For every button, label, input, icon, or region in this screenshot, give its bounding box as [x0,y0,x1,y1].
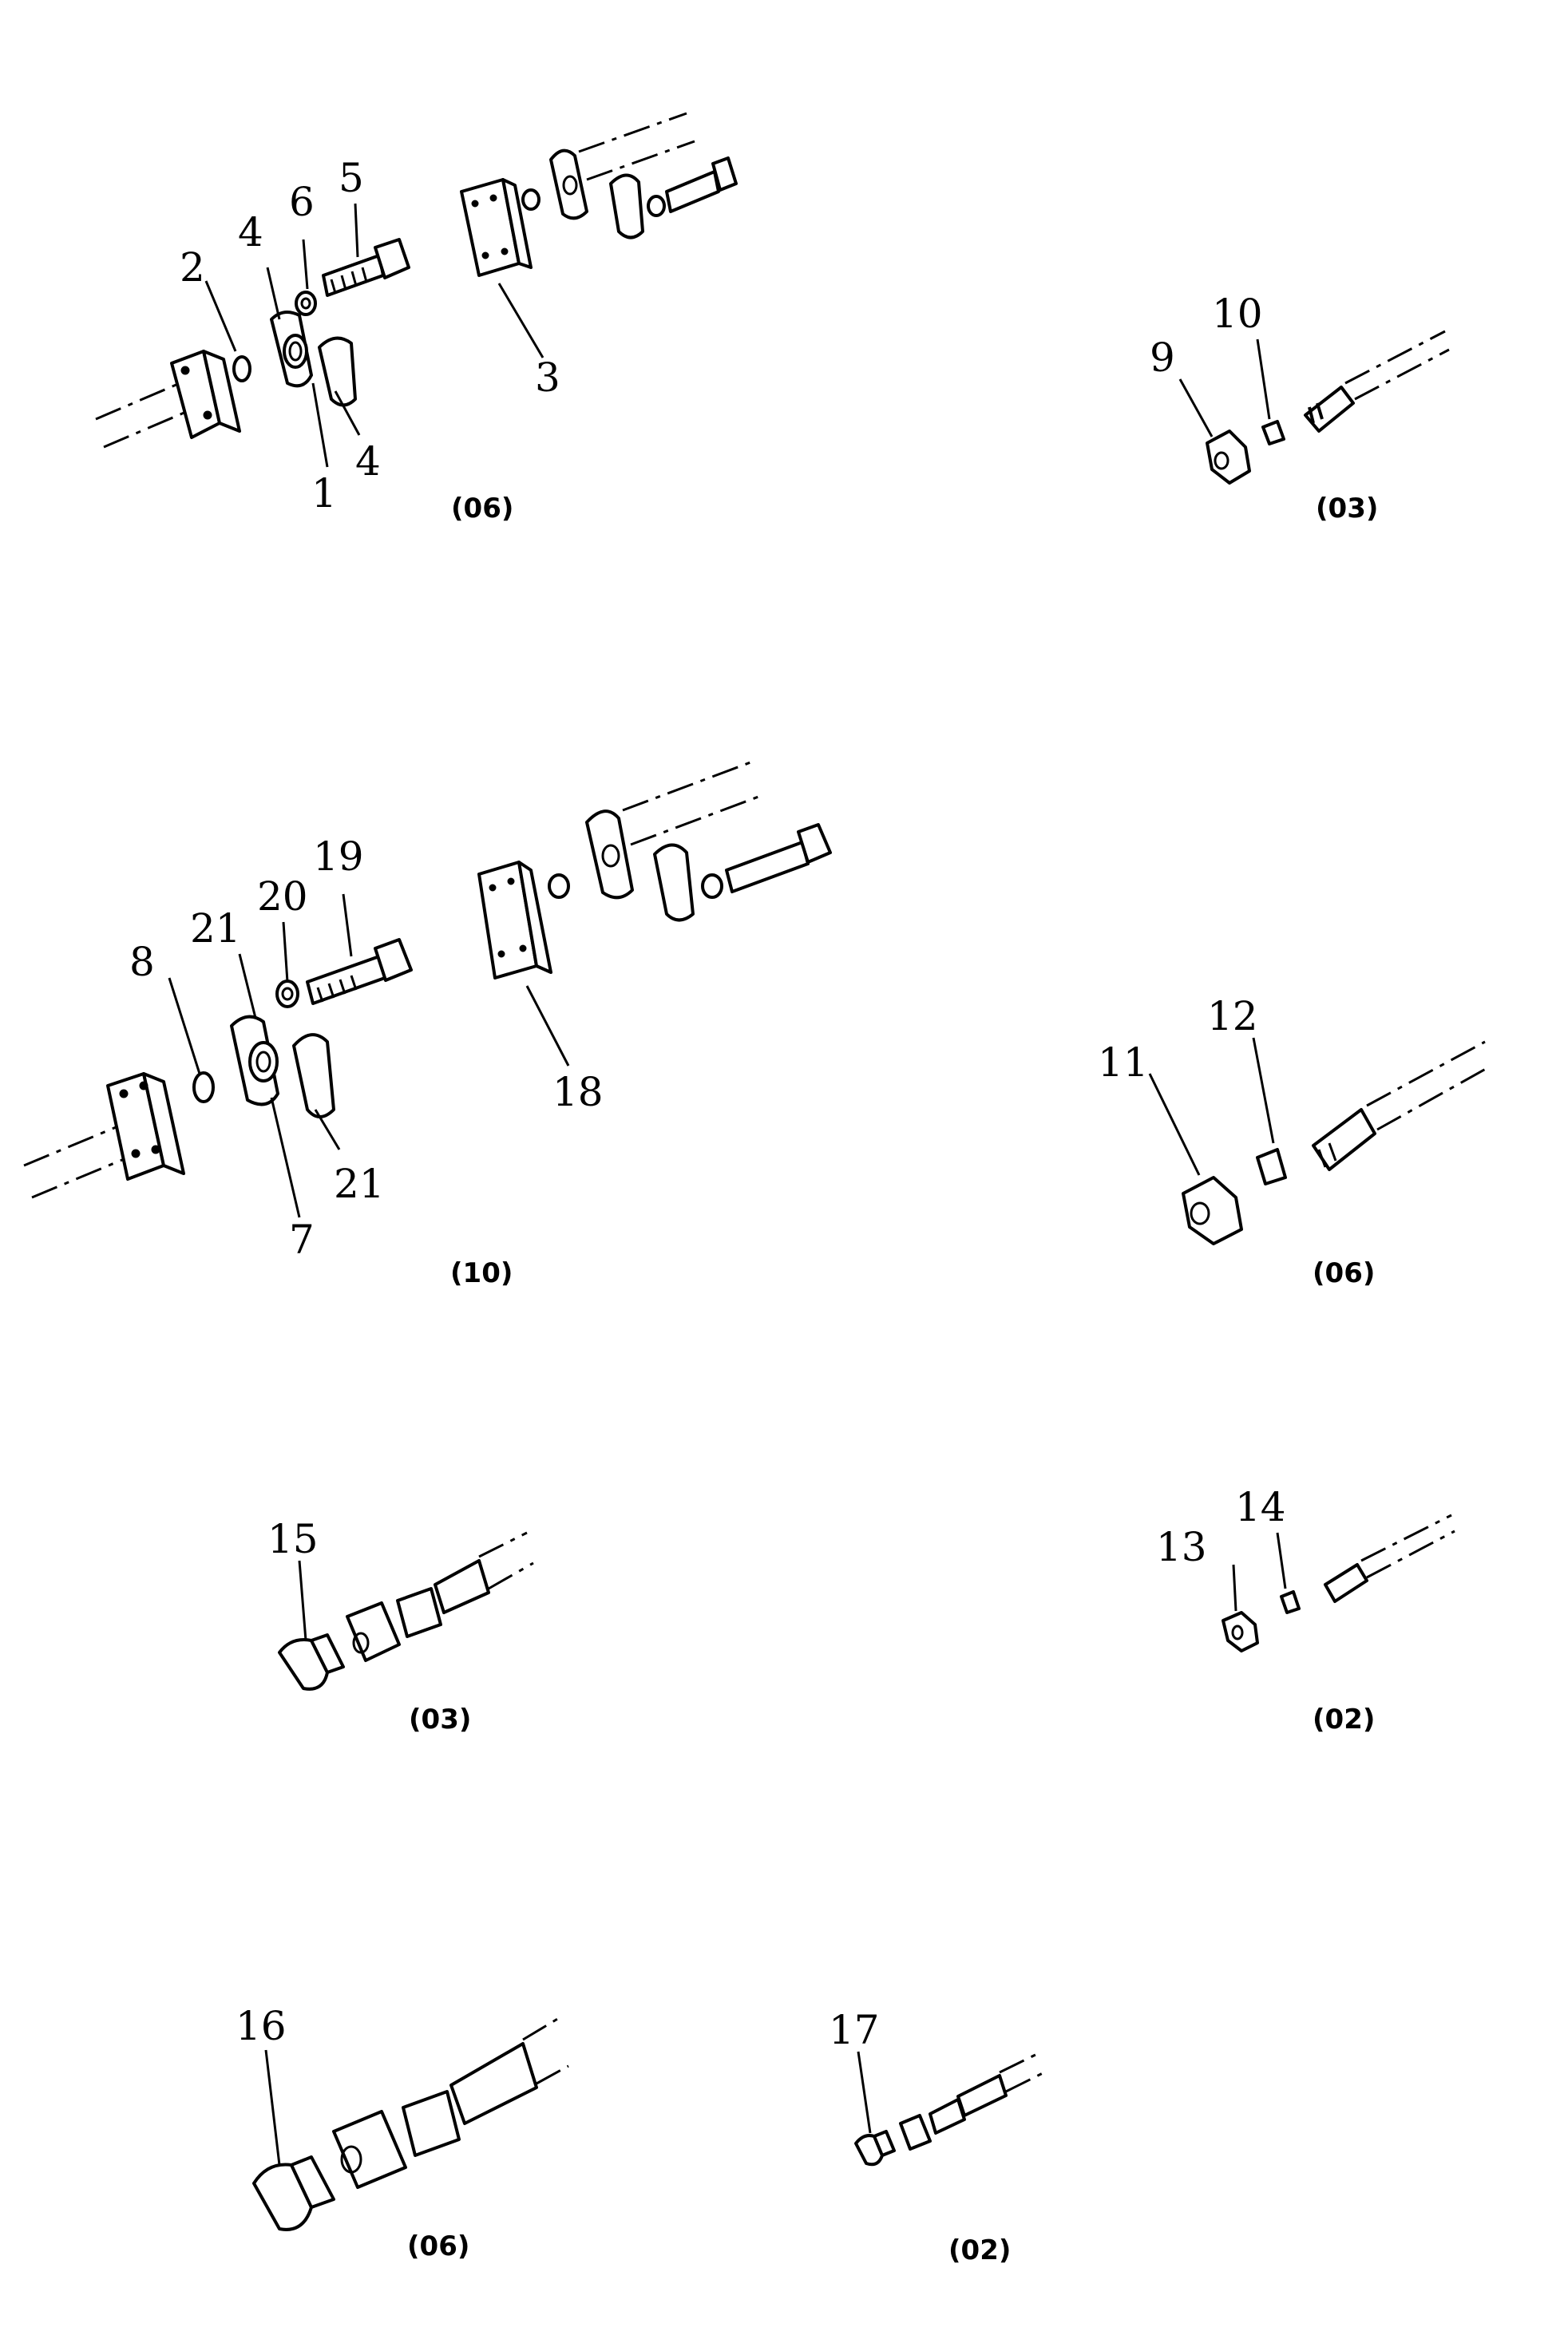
callout-15: 15 [267,1516,319,1562]
sleeve [1256,1148,1287,1185]
callout-6: 6 [289,179,315,225]
nut [1222,1611,1259,1652]
plug-assembly-02: 17 (02) [829,2007,1048,2266]
quantity-label: (10) [450,1257,513,1289]
callout-11: 11 [1098,1039,1149,1086]
sleeve [1280,1590,1301,1614]
flange-assembly-06: 2 4 6 5 3 1 4 (06) [95,112,738,524]
quantity-label: (06) [451,493,513,524]
bolt [306,955,386,1005]
callout-4: 4 [355,438,381,485]
union-nut [332,2110,407,2189]
callout-12: 12 [1207,993,1258,1039]
callout-2: 2 [180,244,205,291]
nut-sleeve-assembly-02: 13 14 (02) [1156,1484,1455,1736]
callout-21: 21 [334,1161,385,1207]
quantity-label: (06) [1313,1257,1375,1289]
plug-assembly-06: 16 (06) [236,2003,569,2262]
nut [1182,1176,1243,1245]
quantity-label: (03) [1316,493,1378,524]
nut-sleeve-assembly-06: 11 12 (06) [1098,993,1492,1289]
o-ring [232,355,251,382]
quantity-label: (06) [407,2230,469,2262]
callout-5: 5 [339,155,364,201]
callout-19: 19 [313,833,364,880]
union-nut [899,2114,932,2151]
quantity-label: (02) [1313,1704,1375,1736]
plug-assembly-03: 15 (03) [267,1516,534,1736]
callout-4: 4 [238,209,263,255]
callout-17: 17 [829,2007,880,2053]
union-nut [346,1601,401,1662]
callout-3: 3 [535,354,560,401]
callout-8: 8 [129,939,155,985]
callout-16: 16 [236,2003,287,2049]
callout-9: 9 [1150,334,1175,381]
callout-20: 20 [257,873,308,920]
washer [295,291,317,316]
flange-assembly-10: 8 21 20 19 18 7 21 (10) [23,761,832,1289]
callout-10: 10 [1212,291,1263,337]
callout-21: 21 [190,905,241,952]
callout-7: 7 [289,1217,315,1263]
callout-1: 1 [311,470,337,516]
quantity-label: (02) [948,2234,1011,2266]
o-ring [192,1071,215,1103]
callout-18: 18 [552,1069,604,1115]
washer [275,980,299,1008]
nut-sleeve-assembly-03: 9 10 (03) [1150,291,1450,524]
callout-13: 13 [1156,1524,1207,1570]
sleeve [1261,420,1285,445]
quantity-label: (03) [409,1704,471,1736]
callout-14: 14 [1235,1484,1286,1530]
